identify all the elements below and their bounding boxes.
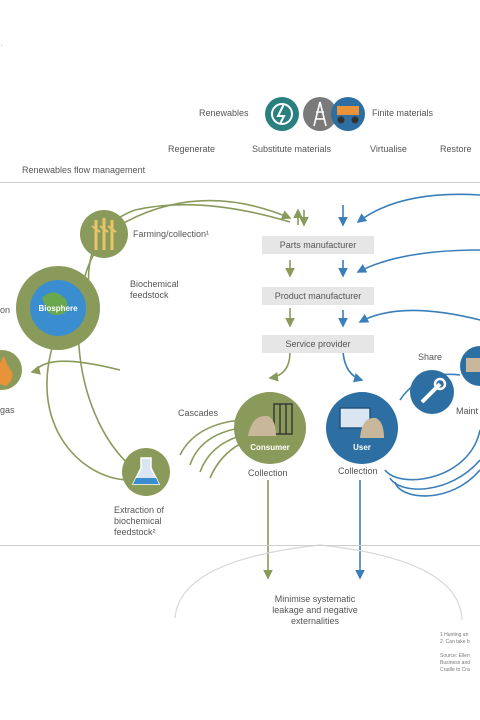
farming-label: Farming/collection¹ [133, 229, 210, 239]
leakage-label-1: Minimise systematic [274, 594, 356, 604]
extraction-label-1: Extraction of [114, 505, 165, 515]
mining-truck-icon [331, 97, 365, 131]
maintain-label: Maint [456, 406, 479, 416]
renewable-flows [30, 199, 309, 580]
maintain-icon [460, 346, 480, 386]
biochem-label-2: feedstock [130, 290, 169, 300]
product-manufacturer-box: Product manufacturer [262, 287, 374, 305]
biosphere-label: Biosphere [38, 304, 78, 313]
strategy-virtualise: Virtualise [370, 144, 407, 154]
extraction-label-3: feedstock² [114, 527, 156, 537]
share-label: Share [418, 352, 443, 362]
flow-management-label: Renewables flow management [22, 165, 146, 175]
user-icon [326, 392, 398, 464]
oil-rig-icon [303, 97, 337, 131]
leakage-label-3: externalities [290, 616, 340, 626]
farming-icon [80, 210, 128, 258]
parts-manufacturer-box: Parts manufacturer [262, 236, 374, 254]
consumer-icon [234, 392, 306, 464]
footnote-source-1: Source: Ellen [440, 653, 470, 659]
user-label: User [353, 443, 371, 452]
renewables-icon [265, 97, 299, 131]
bottom-divider [0, 545, 480, 546]
footnote-source-3: Cradle to Cra [440, 667, 470, 673]
consumer-label: Consumer [250, 443, 290, 452]
left-cut-label-2: gas [0, 405, 15, 415]
strategy-substitute: Substitute materials [252, 144, 332, 154]
footnote-1: 1 Hunting an [440, 632, 469, 638]
wrench-icon [410, 370, 454, 414]
legend-finite-label: Finite materials [372, 108, 434, 118]
flask-icon [122, 448, 170, 496]
finite-flows [338, 193, 480, 580]
legend-renewables-label: Renewables [199, 108, 249, 118]
fire-icon [0, 350, 22, 390]
footnote-2: 2. Can take b [440, 639, 470, 645]
cutoff-mark: · [0, 40, 4, 51]
biosphere-icon [16, 266, 100, 350]
strategy-restore: Restore [440, 144, 472, 154]
footnote-source-2: Business and [440, 660, 471, 666]
collection-left-label: Collection [248, 468, 288, 478]
extraction-label-2: biochemical [114, 516, 162, 526]
collection-right-label: Collection [338, 466, 378, 476]
top-divider [0, 182, 480, 183]
left-cut-label-1: on [0, 305, 11, 315]
strategy-regenerate: Regenerate [168, 144, 216, 154]
biochem-label-1: Biochemical [130, 279, 179, 289]
leakage-label-2: leakage and negative [272, 605, 358, 615]
cascades-label: Cascades [178, 408, 219, 418]
service-provider-box: Service provider [262, 335, 374, 353]
